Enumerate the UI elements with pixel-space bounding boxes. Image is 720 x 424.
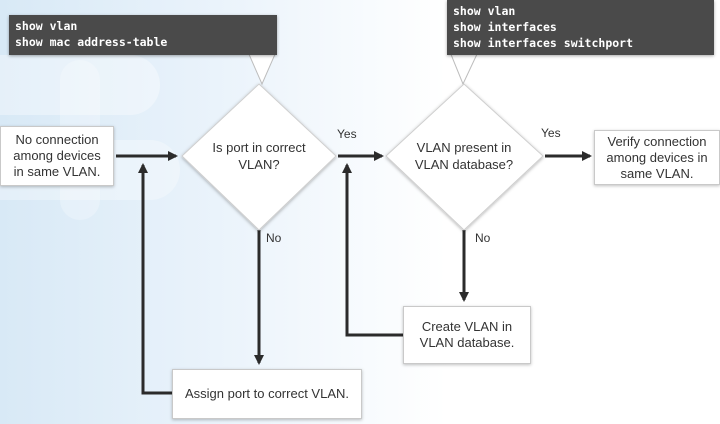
edge-label-yes: Yes <box>337 127 357 141</box>
edge-label-no: No <box>475 231 491 245</box>
decision1-label: Is port in correct VLAN? <box>212 140 306 172</box>
command-line: show interfaces switchport <box>453 36 634 50</box>
callout-right-commands: show vlan show interfaces show interface… <box>447 0 714 55</box>
edge-label-no: No <box>266 231 282 245</box>
command-line: show mac address-table <box>15 35 168 49</box>
decision2-label: VLAN present in VLAN database? <box>414 140 514 172</box>
create-vlan-node: Create VLAN in VLAN database. <box>403 306 531 364</box>
command-line: show vlan <box>453 4 516 18</box>
decision1-diamond <box>181 83 337 231</box>
command-line: show interfaces <box>453 20 557 34</box>
edge-label-yes: Yes <box>541 126 561 140</box>
assign-port-node: Assign port to correct VLAN. <box>172 369 362 419</box>
decision2-diamond <box>385 83 544 231</box>
callout-left-commands: show vlan show mac address-table <box>9 15 277 55</box>
arrow-create-loopback <box>342 163 405 337</box>
arrow-assign-loopback <box>138 163 172 395</box>
end-node: Verify connection among devices in same … <box>594 130 720 185</box>
command-line: show vlan <box>15 19 78 33</box>
start-node: No connection among devices in same VLAN… <box>0 126 114 186</box>
